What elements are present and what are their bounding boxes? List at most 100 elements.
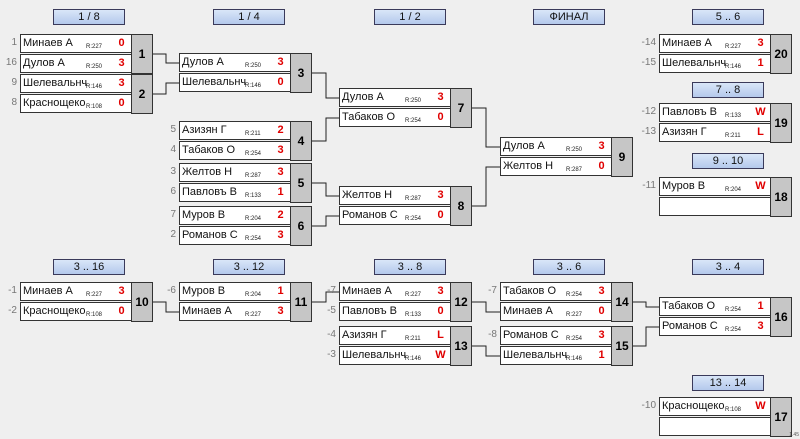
seed-label: -7 [488,285,497,296]
seed-label: 8 [11,97,17,108]
round-header-7[interactable]: 3 .. 16 [53,259,125,275]
round-header-2[interactable]: 1 / 2 [374,9,446,25]
round-header-6[interactable]: 9 .. 10 [692,153,764,169]
round-header-11[interactable]: 3 .. 4 [692,259,764,275]
player-rating: R:227 [86,44,103,50]
player-score: 0 [111,303,132,320]
player-rating: R:250 [566,147,583,153]
player-slot[interactable] [659,417,771,436]
player-score: 2 [270,122,291,139]
bracket-connector [472,166,500,207]
bracket-connector [153,53,179,64]
round-header-0[interactable]: 1 / 8 [53,9,125,25]
round-header-10[interactable]: 3 .. 6 [533,259,605,275]
player-name: Табаков О [182,144,236,156]
player-name: Краснощеко [23,97,86,109]
round-header-1[interactable]: 1 / 4 [213,9,285,25]
round-header-8[interactable]: 3 .. 12 [213,259,285,275]
match-number: 7 [450,88,472,128]
player-slot[interactable] [659,197,771,216]
player-score: 3 [270,227,291,244]
footer-note: 1.45 [789,432,799,438]
player-rating: R:133 [405,312,422,318]
player-name: Минаев А [23,285,73,297]
bracket-connector [312,182,339,197]
match-number: 2 [131,74,153,114]
round-header-9[interactable]: 3 .. 8 [374,259,446,275]
player-score: 3 [591,327,612,344]
match-number: 9 [611,137,633,177]
round-header-3[interactable]: ФИНАЛ [533,9,605,25]
round-header-5[interactable]: 7 .. 8 [692,82,764,98]
player-rating: R:108 [86,312,103,318]
round-header-4[interactable]: 5 .. 6 [692,9,764,25]
player-rating: R:254 [405,216,422,222]
bracket-connector [153,301,179,313]
player-rating: R:287 [405,196,422,202]
player-rating: R:227 [86,292,103,298]
round-header-12[interactable]: 13 .. 14 [692,375,764,391]
player-name: Краснощеко [662,400,725,412]
match-number: 1 [131,34,153,74]
